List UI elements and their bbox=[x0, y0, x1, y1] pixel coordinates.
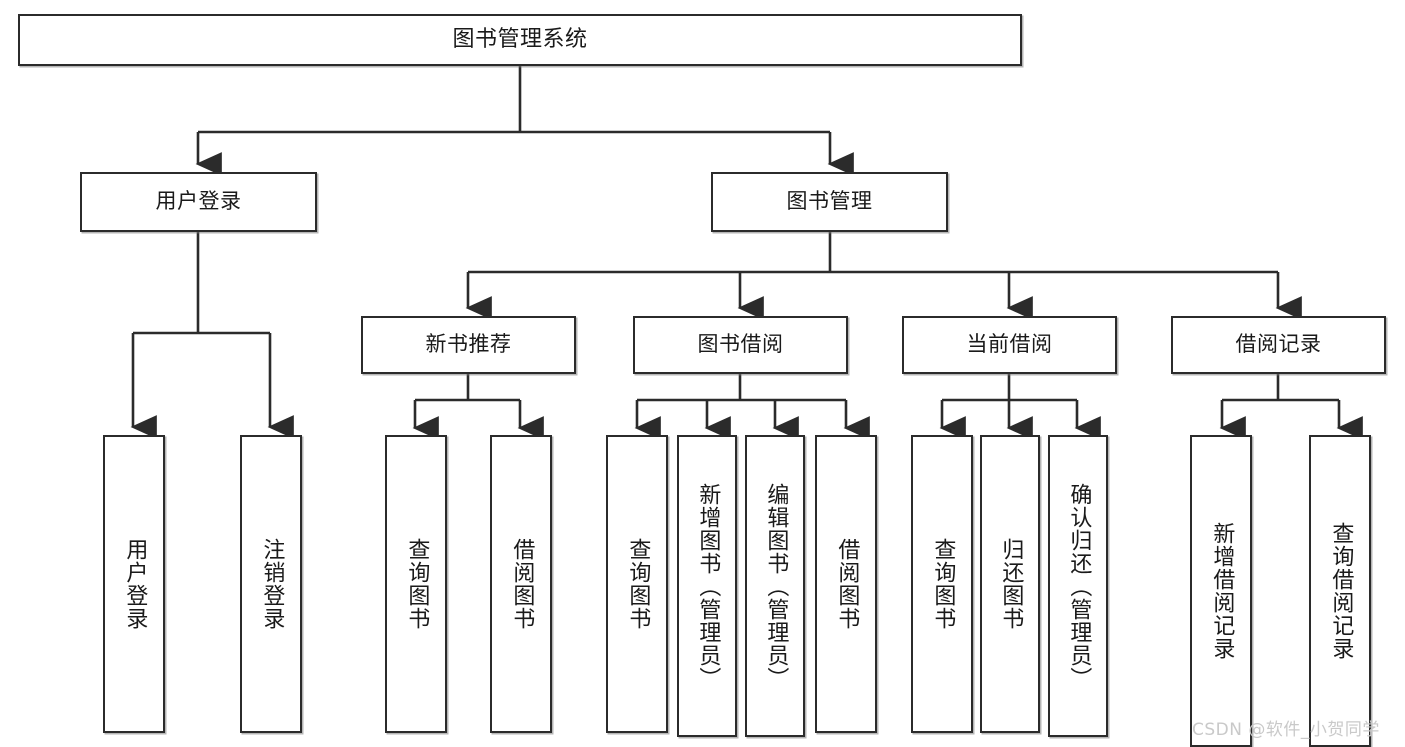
node-label: 用户登录 bbox=[122, 538, 148, 630]
node-current-borrow[interactable]: 当前借阅 bbox=[902, 316, 1117, 374]
node-label: 查询图书 bbox=[930, 538, 956, 630]
node-label: 注销登录 bbox=[259, 538, 285, 630]
node-label: 查询图书 bbox=[625, 538, 651, 630]
node-leaf-edit-book[interactable]: 编辑图书（管理员） bbox=[745, 435, 805, 737]
node-label: 新增借阅记录 bbox=[1209, 522, 1235, 660]
node-book-manage[interactable]: 图书管理 bbox=[711, 172, 948, 232]
node-label: 查询借阅记录 bbox=[1328, 522, 1354, 660]
csdn-watermark: CSDN @软件_小贺同学 bbox=[1192, 720, 1380, 740]
node-label: 当前借阅 bbox=[966, 332, 1053, 357]
node-label: 归还图书 bbox=[998, 538, 1024, 630]
node-label: 图书管理系统 bbox=[452, 26, 588, 52]
node-label: 借阅图书 bbox=[834, 538, 860, 630]
node-borrow-record[interactable]: 借阅记录 bbox=[1171, 316, 1386, 374]
node-label: 新书推荐 bbox=[425, 332, 512, 357]
node-book-borrow[interactable]: 图书借阅 bbox=[633, 316, 848, 374]
node-new-book-recommend[interactable]: 新书推荐 bbox=[361, 316, 576, 374]
node-leaf-logout-login[interactable]: 注销登录 bbox=[240, 435, 302, 733]
node-leaf-query-book-3[interactable]: 查询图书 bbox=[911, 435, 973, 733]
node-label: 查询图书 bbox=[404, 538, 430, 630]
node-label: 新增图书（管理员） bbox=[695, 482, 721, 690]
node-label: 确认归还（管理员） bbox=[1066, 482, 1092, 690]
node-leaf-user-login[interactable]: 用户登录 bbox=[103, 435, 165, 733]
node-label: 借阅图书 bbox=[509, 538, 535, 630]
node-leaf-add-record[interactable]: 新增借阅记录 bbox=[1190, 435, 1252, 747]
node-leaf-confirm-return[interactable]: 确认归还（管理员） bbox=[1048, 435, 1108, 737]
node-leaf-borrow-book-1[interactable]: 借阅图书 bbox=[490, 435, 552, 733]
node-label: 图书借阅 bbox=[697, 332, 784, 357]
node-leaf-add-book[interactable]: 新增图书（管理员） bbox=[677, 435, 737, 737]
node-user-login[interactable]: 用户登录 bbox=[80, 172, 317, 232]
node-label: 借阅记录 bbox=[1235, 332, 1322, 357]
node-leaf-return-book[interactable]: 归还图书 bbox=[980, 435, 1040, 733]
node-root-book-management-system[interactable]: 图书管理系统 bbox=[18, 14, 1022, 66]
node-label: 图书管理 bbox=[786, 189, 873, 214]
node-leaf-query-record[interactable]: 查询借阅记录 bbox=[1309, 435, 1371, 747]
node-leaf-query-book-1[interactable]: 查询图书 bbox=[385, 435, 447, 733]
node-label: 用户登录 bbox=[155, 189, 242, 214]
node-label: 编辑图书（管理员） bbox=[763, 482, 789, 690]
node-leaf-query-book-2[interactable]: 查询图书 bbox=[606, 435, 668, 733]
node-leaf-borrow-book-2[interactable]: 借阅图书 bbox=[815, 435, 877, 733]
